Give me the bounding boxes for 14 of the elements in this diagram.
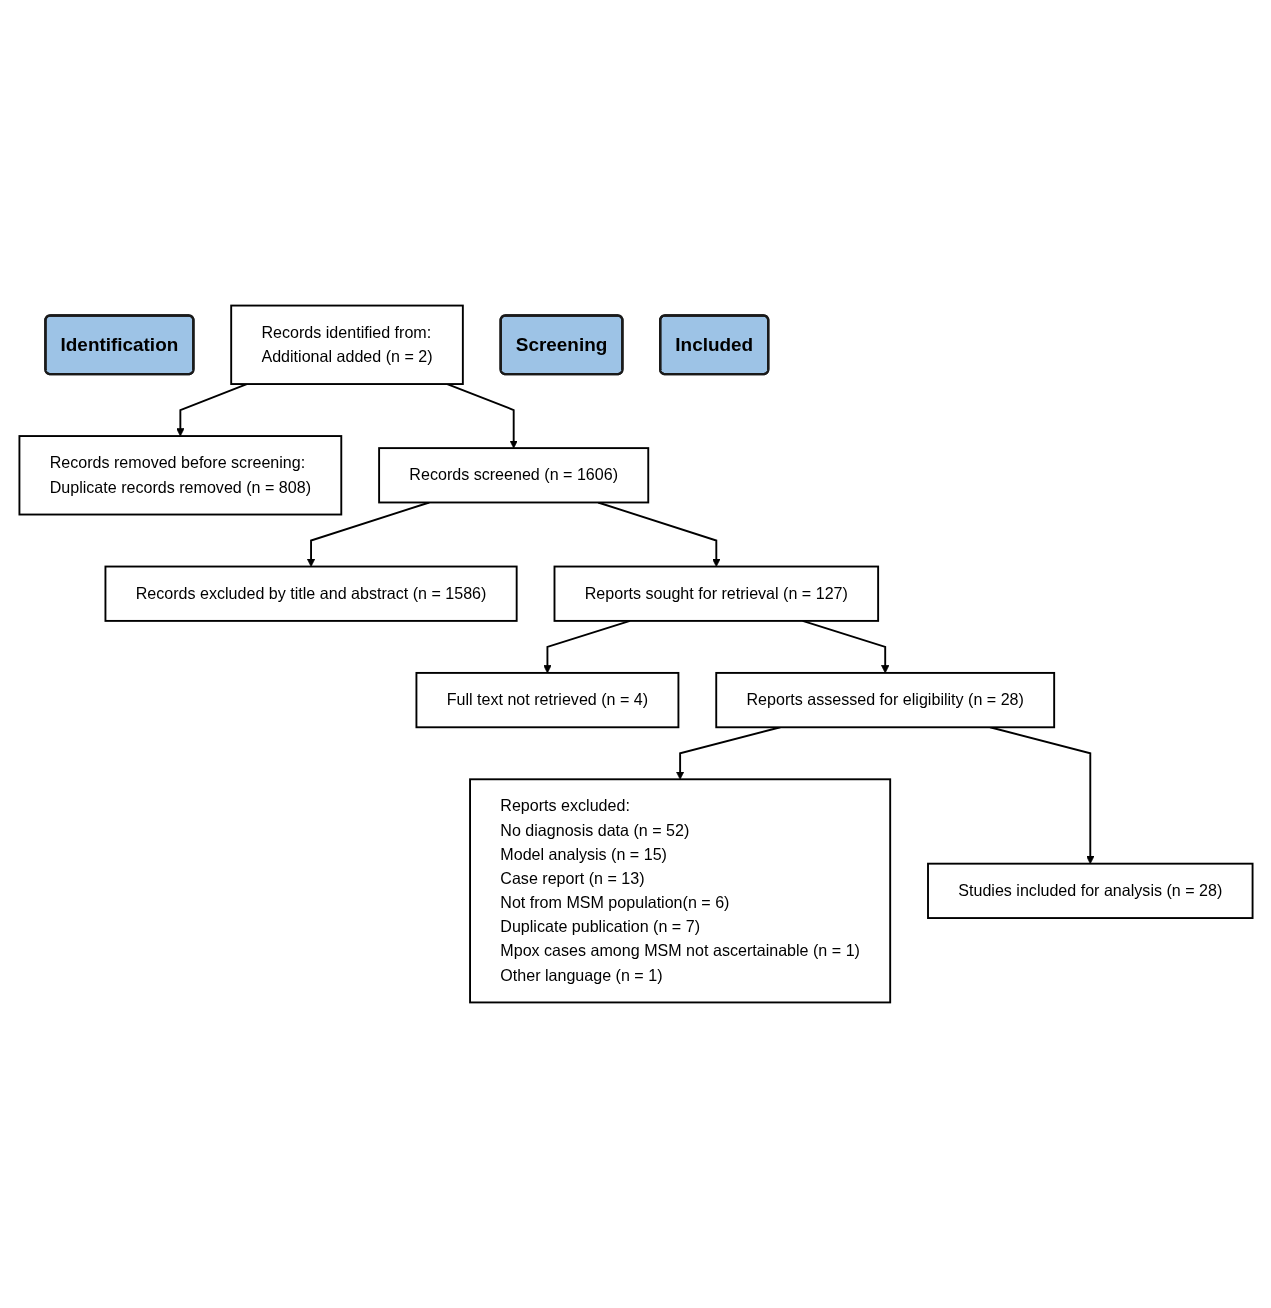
node-box: Records excluded by title and abstract (n = 1586) (104, 565, 518, 622)
node-box: Records removed before screening: Duplicate records removed (n = 808) (18, 435, 342, 516)
arrow (306, 501, 430, 567)
arrow (675, 726, 781, 780)
node-box: Full text not retrieved (n = 4) (415, 671, 679, 729)
node-box: Records identified from: Additional added (n = 2) (229, 304, 464, 385)
arrow (175, 383, 248, 437)
node-box: Reports assessed for eligibility (n = 28) (714, 671, 1055, 729)
node-box: Records screened (n = 1606) (377, 447, 649, 504)
arrow (596, 501, 720, 567)
node-box: Studies included for analysis (n = 28) (926, 862, 1253, 919)
arrow (542, 619, 631, 674)
node-box: Reports excluded: No diagnosis data (n = 52) Model analysis (n = 15) Case report (n = 13) Not from MSM population(n = 6) Duplicate publication (n = 7) Mpox cases among MSM not ascertainable (n = 1) Other language (n = 1) (468, 778, 891, 1004)
node-box: Reports sought for retrieval (n = 127) (553, 565, 879, 622)
